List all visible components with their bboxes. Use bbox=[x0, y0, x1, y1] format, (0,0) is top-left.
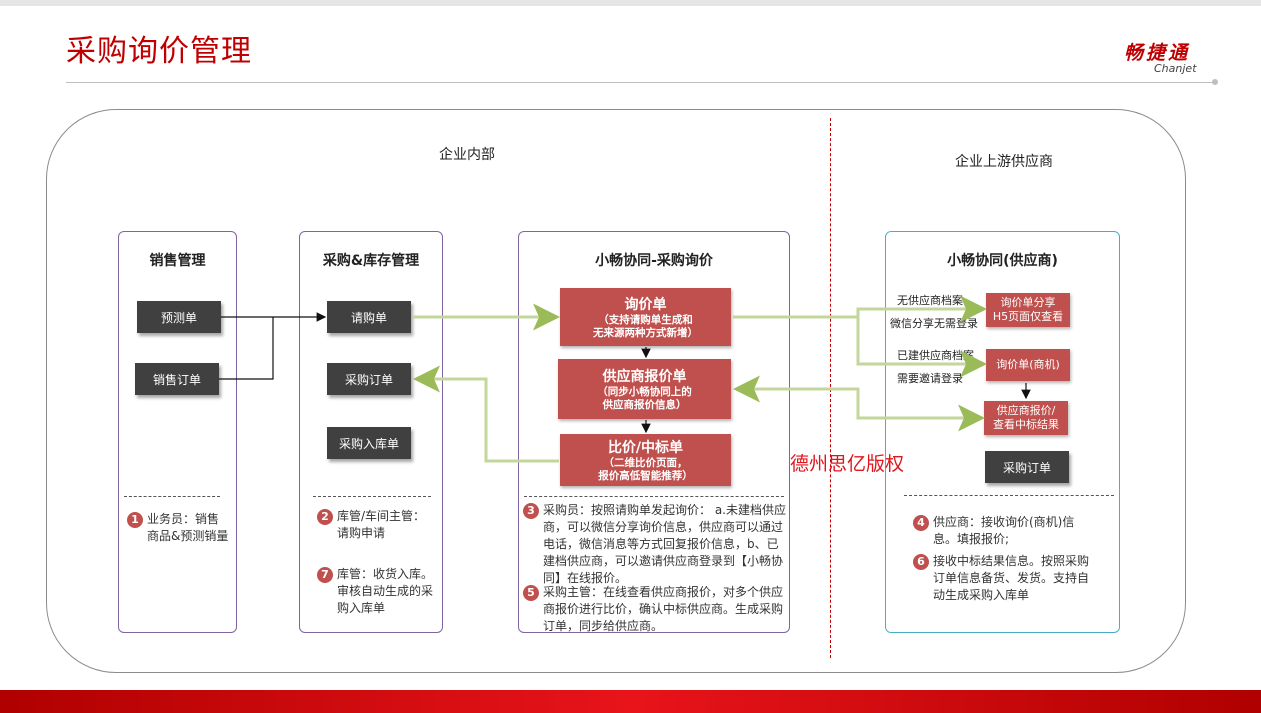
step-badge: 1 bbox=[127, 512, 143, 528]
notes-divider-sales bbox=[124, 496, 220, 497]
box-line: 查看中标结果 bbox=[993, 418, 1059, 431]
box-subtext: （同步小畅协同上的 bbox=[597, 386, 692, 398]
top-rule bbox=[0, 0, 1261, 6]
label-has-supplier-file: 已建供应商档案 bbox=[897, 349, 974, 362]
section-label-internal: 企业内部 bbox=[439, 147, 495, 163]
column-title-supplier: 小畅协同(供应商) bbox=[947, 253, 1058, 269]
box-heading: 询价单 bbox=[624, 297, 667, 313]
box-subtext: 报价高低智能推荐） bbox=[598, 470, 693, 482]
box-purchase-receipt[interactable]: 采购入库单 bbox=[327, 427, 411, 459]
logo-chinese: 畅捷通 bbox=[1124, 42, 1191, 64]
column-title-inquiry: 小畅协同-采购询价 bbox=[595, 253, 713, 269]
step-badge: 7 bbox=[317, 567, 333, 583]
box-compare-award[interactable]: 比价/中标单 （二维比价页面， 报价高低智能推荐） bbox=[560, 434, 731, 486]
label-invite-login: 需要邀请登录 bbox=[897, 372, 963, 385]
box-purchase-requisition[interactable]: 请购单 bbox=[327, 301, 411, 333]
box-quote-result[interactable]: 供应商报价/ 查看中标结果 bbox=[984, 401, 1068, 435]
box-heading: 比价/中标单 bbox=[607, 440, 684, 456]
column-sales: 销售管理 bbox=[118, 231, 237, 633]
box-supplier-quote[interactable]: 供应商报价单 （同步小畅协同上的 供应商报价信息） bbox=[558, 359, 731, 419]
diagram-frame bbox=[46, 109, 1186, 673]
label-no-supplier-file: 无供应商档案 bbox=[897, 294, 963, 307]
box-inquiry-sheet[interactable]: 询价单 （支持请购单生成和 无来源两种方式新增） bbox=[560, 288, 731, 346]
note-text: 库管：收货入库。审核自动生成的采购入库单 bbox=[337, 567, 434, 615]
note-text: 业务员：销售商品&预测销量 bbox=[147, 512, 229, 543]
note-text: 采购主管：在线查看供应商报价，对多个供应商报价进行比价，确认中标供应商。生成采购… bbox=[543, 585, 784, 632]
notes-divider-supplier bbox=[904, 495, 1114, 496]
box-forecast-order[interactable]: 预测单 bbox=[137, 301, 221, 333]
step-badge: 3 bbox=[523, 503, 539, 519]
title-underline-dot bbox=[1212, 79, 1218, 85]
logo-english: Chanjet bbox=[1154, 62, 1197, 75]
step-badge: 5 bbox=[523, 585, 539, 601]
box-subtext: （支持请购单生成和 bbox=[598, 314, 693, 326]
bottom-accent-bar bbox=[0, 690, 1261, 713]
section-label-external: 企业上游供应商 bbox=[955, 154, 1053, 170]
page-title: 采购询价管理 bbox=[66, 34, 252, 69]
box-inquiry-opportunity[interactable]: 询价单(商机) bbox=[986, 349, 1070, 381]
watermark: 德州思亿版权 bbox=[790, 453, 905, 475]
box-heading: 供应商报价单 bbox=[602, 369, 687, 385]
step-badge: 6 bbox=[913, 554, 929, 570]
column-title-purchase: 采购&库存管理 bbox=[322, 253, 420, 269]
section-divider bbox=[830, 118, 831, 658]
box-line: 询价单分享 bbox=[1000, 296, 1056, 309]
box-line: H5页面仅查看 bbox=[992, 310, 1064, 323]
step-badge: 2 bbox=[317, 509, 333, 525]
box-subtext: （二维比价页面， bbox=[603, 457, 688, 469]
box-purchase-order[interactable]: 采购订单 bbox=[327, 363, 411, 395]
notes-divider-inquiry bbox=[524, 496, 784, 497]
note-text: 采购员：按照请购单发起询价： a.未建档供应商，可以微信分享询价信息，供应商可以… bbox=[543, 503, 786, 585]
box-subtext: 供应商报价信息） bbox=[602, 399, 687, 411]
box-supplier-purchase-order[interactable]: 采购订单 bbox=[985, 451, 1069, 483]
brand-logo: 畅捷通 Chanjet bbox=[1124, 38, 1224, 78]
note-text: 供应商：接收询价(商机)信息。填报报价; bbox=[933, 515, 1075, 546]
step-badge: 4 bbox=[913, 515, 929, 531]
box-line: 供应商报价/ bbox=[996, 404, 1056, 417]
notes-divider-purchase bbox=[313, 496, 431, 497]
box-subtext: 无来源两种方式新增） bbox=[593, 327, 698, 339]
label-wechat-share: 微信分享无需登录 bbox=[890, 317, 978, 330]
title-underline bbox=[66, 82, 1216, 83]
note-text: 库管/车间主管：请购申请 bbox=[337, 509, 426, 540]
note-text: 接收中标结果信息。按照采购订单信息备货、发货。支持自动生成采购入库单 bbox=[933, 554, 1090, 602]
column-title-sales: 销售管理 bbox=[149, 253, 206, 269]
box-sales-order[interactable]: 销售订单 bbox=[135, 363, 219, 395]
box-inquiry-share[interactable]: 询价单分享 H5页面仅查看 bbox=[986, 293, 1070, 327]
